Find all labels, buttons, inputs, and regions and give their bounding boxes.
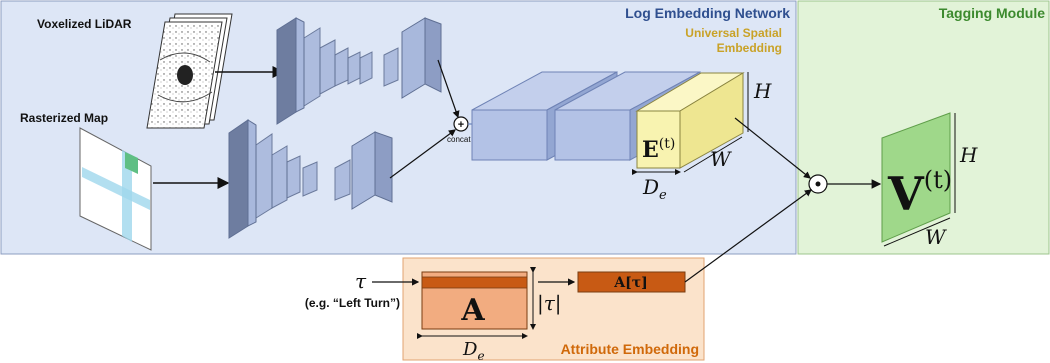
concat-node: + — [453, 116, 469, 132]
attribute-rows-label: |τ| — [537, 291, 562, 316]
lidar-stack — [146, 13, 233, 129]
tagging-map — [881, 112, 951, 243]
attribute-selected-row — [421, 276, 528, 289]
map-cnn-encoder — [228, 119, 393, 239]
tau-symbol: τ — [355, 269, 367, 293]
spatial-embedding-block — [635, 72, 745, 169]
spatial-embedding-label-2: Embedding — [717, 41, 782, 55]
tau-example: (e.g. “Left Turn”) — [305, 296, 400, 310]
tagging-h-label: H — [959, 143, 978, 167]
embedding-w-bracket — [683, 136, 743, 173]
lidar-cnn-encoder — [276, 17, 442, 125]
tagging-symbol: V(t) — [887, 166, 952, 221]
lookup-to-product-arrow — [684, 189, 812, 283]
embedding-h-label: H — [753, 79, 772, 103]
attribute-matrix-symbol: A — [460, 293, 485, 328]
spatial-embedding-label-1: Universal Spatial — [685, 26, 782, 40]
tagging-w-bracket — [883, 217, 951, 247]
lidar-cnn-to-concat-arrow — [437, 59, 460, 119]
tagging-w-label: W — [925, 225, 947, 249]
product-node — [808, 174, 828, 194]
map-image — [79, 127, 152, 251]
map-label: Rasterized Map — [20, 111, 108, 125]
tagging-module-title: Tagging Module — [939, 5, 1045, 21]
embedding-to-product-arrow — [734, 117, 811, 179]
svg-text:+: + — [458, 119, 464, 131]
embedding-symbol: E(t) — [642, 136, 675, 163]
attribute-embedding-title: Attribute Embedding — [561, 341, 699, 357]
log-embedding-title: Log Embedding Network — [625, 5, 790, 21]
attribute-lookup-label: A[τ] — [613, 275, 648, 291]
map-cnn-to-concat-arrow — [389, 129, 456, 179]
embedding-w-label: W — [710, 147, 732, 171]
embedding-d-label: De — [642, 175, 667, 203]
concat-label: concat — [447, 135, 471, 144]
attribute-d-label: De — [462, 339, 485, 363]
lidar-label: Voxelized LiDAR — [37, 17, 132, 31]
